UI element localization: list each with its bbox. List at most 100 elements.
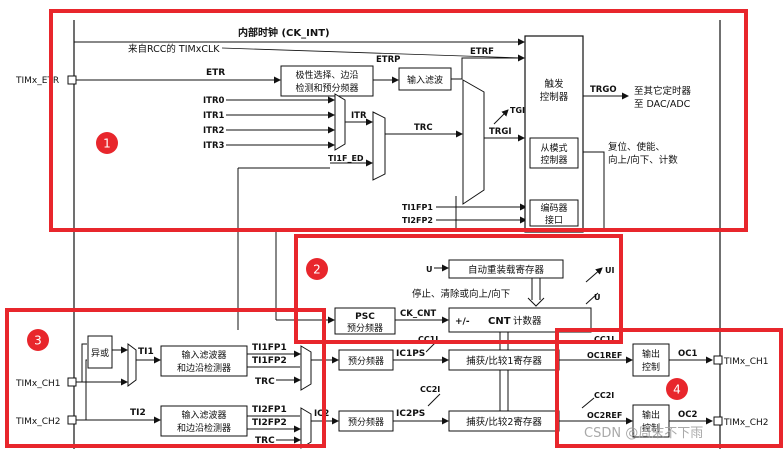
trigger-controller-line-1: 触发 [544,78,564,90]
cnt-block [448,307,592,333]
etrf-label: ETRF [470,47,494,57]
trgo-dest-line-2: 至 DAC/ADC [634,99,691,110]
polarity-line-1: 极性选择、边沿 [295,69,358,81]
slave-modes-line-1: 复位、使能、 [608,141,665,153]
psc-label: PSC [355,312,375,322]
out-ch2-pin-icon [713,416,723,426]
trgi-mux-icon [462,79,485,205]
ti2fp2-in-label: TI2FP2 [402,216,433,225]
ch1-pin-icon [67,377,77,387]
stop-clear-label: 停止、清除或向上/向下 [412,288,510,300]
oc2ref-label: OC2REF [587,411,622,420]
u-mid-label: U [594,293,601,302]
slave-controller-block [529,137,579,169]
output-control-1-block [632,343,670,377]
oc1-label: OC1 [678,349,697,359]
badge-2-icon [306,258,328,280]
filter-ch2-block [160,405,248,437]
oc2-label: OC2 [678,410,697,420]
output-control-1-line-2: 控制 [642,361,660,373]
highlight-region-1 [49,9,748,232]
badge-1-label: 1 [103,137,111,151]
auto-reload-block [448,259,564,279]
output-control-1-line-1: 输出 [642,348,660,360]
trc-mux-icon [372,111,386,181]
out-ch2-label: TIMx_CH2 [723,418,769,428]
slave-controller-line-2: 控制器 [540,154,567,166]
trc-ch1-label: TRC [255,377,275,387]
slave-controller-line-1: 从模式 [540,142,567,154]
out-ch1-label: TIMx_CH1 [723,357,769,367]
oc1ref-label: OC1REF [587,351,622,360]
output-control-2-line-2: 控制 [642,422,660,434]
slave-modes-line-2: 向上/向下、计数 [608,154,678,166]
cc1i-top-label: CC1I [418,335,438,344]
etr-label: ETR [206,68,225,78]
xor-label: 异或 [91,347,109,359]
out-ch1-pin-icon [713,355,723,365]
internal-clock-label: 内部时钟 (CK_INT) [238,26,330,39]
psc-sub-label: 预分频器 [347,322,383,334]
auto-reload-label: 自动重装载寄存器 [468,264,545,276]
ti1f-ed-label: TI1F_ED [328,154,364,163]
capture-compare-1-label: 捕获/比较1寄存器 [466,355,542,367]
polarity-block [280,65,374,97]
cc2i-label: CC2I [420,385,440,394]
cc1i-right-label: CC1I [594,335,614,344]
ch2-pin-label: TIMx_CH2 [15,417,61,427]
ic1-mux-icon [300,345,312,391]
prescaler-1-label: 预分频器 [348,355,384,367]
highlight-region-3 [5,308,326,448]
capture-compare-2-label: 捕获/比较2寄存器 [466,416,542,428]
encoder-line-2: 接口 [545,214,563,226]
ti2fp2-label: TI2FP2 [252,418,287,428]
trgi-label: TRGI [489,127,511,137]
ui-label: UI [605,266,614,275]
highlight-region-4 [555,328,783,448]
u-top-label: U [426,265,433,274]
ti1-label: TI1 [138,347,154,357]
badge-4-icon [666,378,688,400]
filter-ch1-line-1: 输入滤波器 [181,349,226,361]
ti1fp1-label: TI1FP1 [252,343,287,353]
etr-pin-icon [67,75,77,85]
ic2-label: IC2 [314,409,329,419]
encoder-block [529,199,579,227]
controller-column [524,35,584,233]
ti1-mux-icon [127,343,137,387]
trigger-controller-line-2: 控制器 [540,91,569,103]
itr2-label: ITR2 [203,126,225,136]
ic2ps-label: IC2PS [396,409,425,419]
watermark: CSDN @周末不下雨 [584,426,703,441]
tgi-label: TGI [510,106,525,115]
prescaler-2-label: 预分频器 [348,416,384,428]
encoder-line-1: 编码器 [540,202,567,214]
filter-ch1-line-2: 和边沿检测器 [177,362,231,374]
rcc-clock-label: 来自RCC的 TIMxCLK [128,43,220,55]
trc-ch2-label: TRC [255,436,275,446]
output-control-2-line-1: 输出 [642,409,660,421]
badge-4-label: 4 [673,383,681,397]
badge-3-label: 3 [34,334,42,348]
psc-block [334,307,396,335]
ti1fp2-label: TI1FP2 [252,356,287,366]
ti1fp1-in-label: TI1FP1 [402,203,433,212]
trgo-dest-line-1: 至其它定时器 [634,85,692,97]
cnt-sign-label: +/- [455,317,470,327]
trc-label: TRC [414,123,433,133]
polarity-line-2: 检测和预分频器 [295,82,358,94]
cnt-suffix-label: 计数器 [513,315,542,327]
highlight-region-2 [294,234,623,344]
badge-3-icon [27,329,49,351]
xor-block [87,335,113,369]
trgo-label: TRGO [590,85,617,95]
itr3-label: ITR3 [203,141,225,151]
itr1-label: ITR1 [203,111,225,121]
input-filter-label: 输入滤波 [407,74,443,86]
etr-pin-label: TIMx_ETR [15,76,59,86]
ch1-pin-label: TIMx_CH1 [15,379,61,389]
itr-label: ITR [351,111,367,121]
ic2-mux-icon [300,407,312,449]
filter-ch1-block [160,345,248,377]
